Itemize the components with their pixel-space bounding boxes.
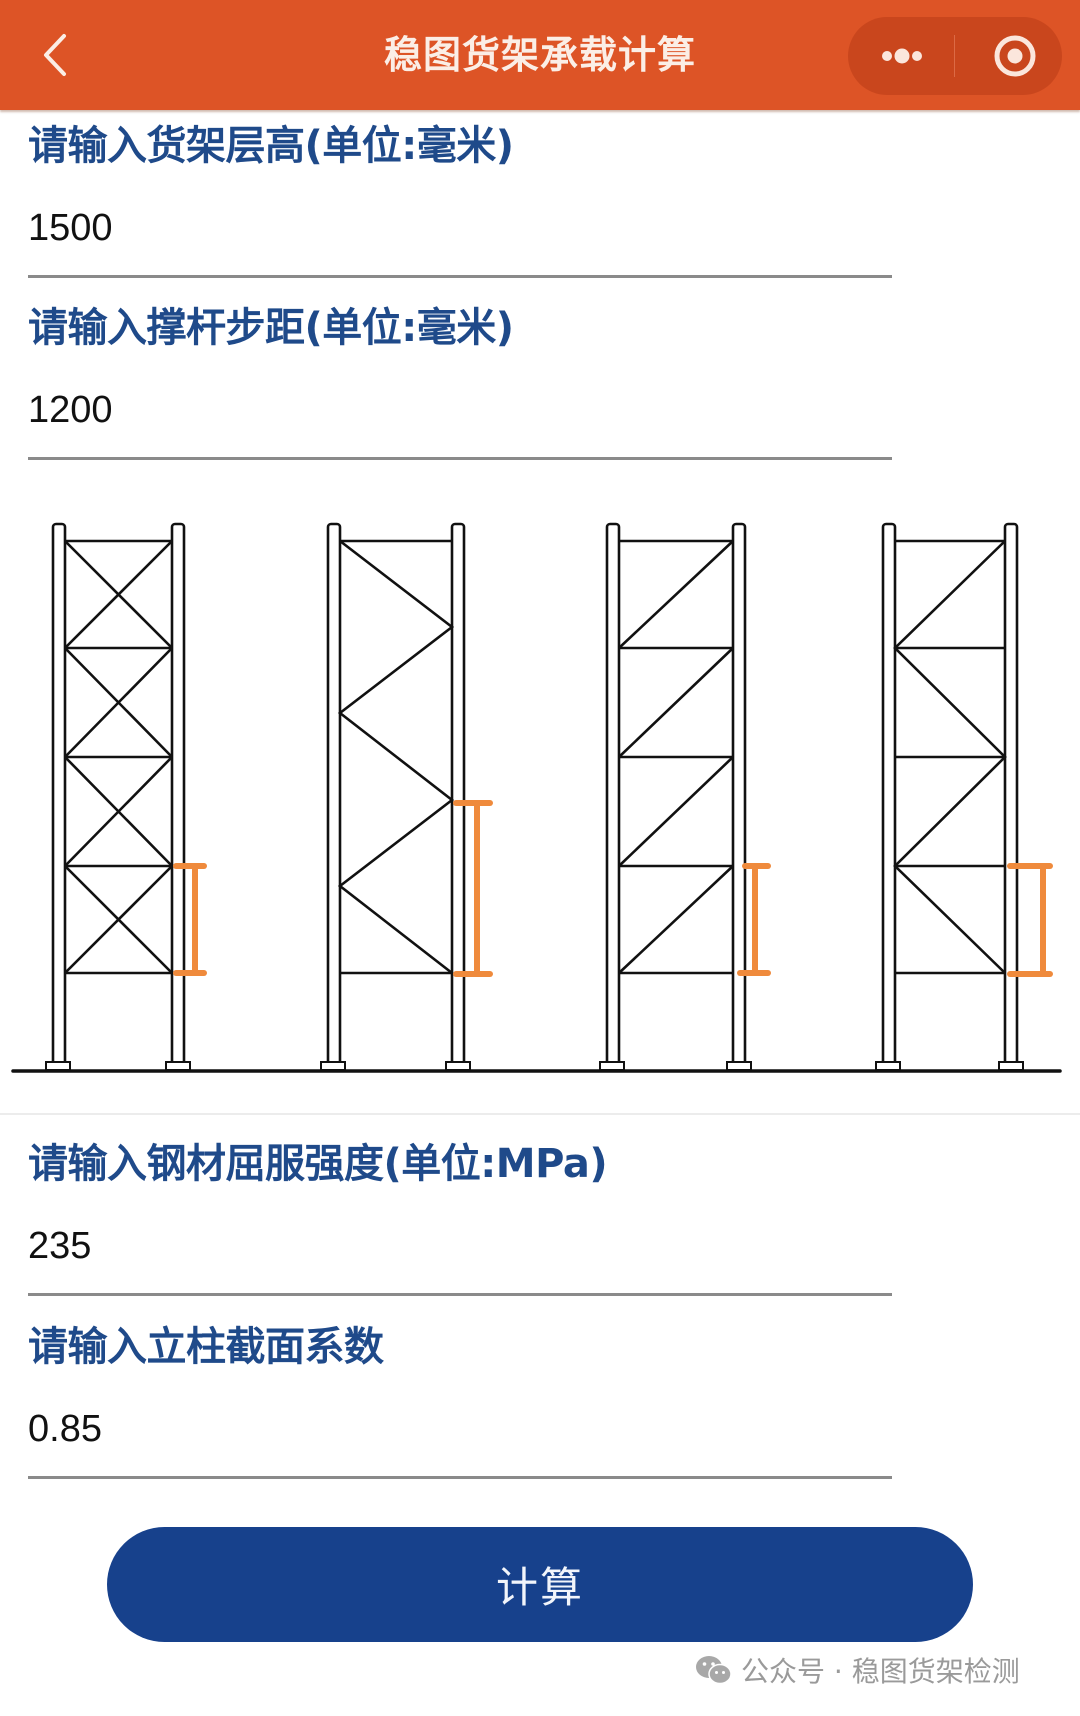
close-button[interactable] bbox=[955, 17, 1062, 95]
mini-program-capsule bbox=[848, 17, 1062, 95]
orange-pitch-marker-2 bbox=[453, 800, 493, 977]
calculate-button[interactable]: 计算 bbox=[107, 1527, 973, 1642]
watermark-text: 公众号 · 稳图货架检测 bbox=[741, 1655, 1020, 1688]
frame-single-diagonal bbox=[599, 522, 752, 1071]
orange-pitch-marker-1 bbox=[173, 863, 207, 976]
field-yield-strength: 请输入钢材屈服强度(单位:MPa) bbox=[28, 1138, 892, 1296]
nav-bar: 稳图货架承载计算 bbox=[0, 0, 1080, 110]
watermark: 公众号 · 稳图货架检测 bbox=[695, 1650, 1020, 1690]
orange-pitch-marker-4 bbox=[1007, 863, 1053, 977]
frame-x-bracing bbox=[45, 522, 191, 1071]
section-divider bbox=[0, 1113, 1080, 1115]
wechat-icon bbox=[696, 1656, 732, 1685]
field-shelf-height: 请输入货架层高(单位:毫米) bbox=[28, 120, 892, 278]
chevron-left-icon bbox=[44, 34, 66, 76]
orange-pitch-marker-3 bbox=[737, 863, 771, 976]
more-dots-icon bbox=[882, 48, 922, 64]
shelf-height-input[interactable] bbox=[28, 200, 892, 278]
more-button[interactable] bbox=[848, 17, 954, 95]
yield-strength-input[interactable] bbox=[28, 1218, 892, 1296]
shelf-height-label: 请输入货架层高(单位:毫米) bbox=[28, 123, 514, 169]
back-button[interactable] bbox=[38, 30, 78, 80]
capsule-divider bbox=[954, 35, 955, 77]
section-coefficient-label: 请输入立柱截面系数 bbox=[28, 1324, 384, 1370]
frame-alternating-diagonal bbox=[875, 522, 1024, 1071]
yield-strength-label: 请输入钢材屈服强度(单位:MPa) bbox=[28, 1141, 608, 1187]
rack-bracing-diagram bbox=[11, 522, 1062, 1073]
target-circle-icon bbox=[994, 35, 1036, 77]
brace-pitch-label: 请输入撑杆步距(单位:毫米) bbox=[28, 305, 514, 351]
page-title: 稳图货架承载计算 bbox=[383, 33, 696, 77]
brace-pitch-input[interactable] bbox=[28, 382, 892, 460]
field-brace-pitch: 请输入撑杆步距(单位:毫米) bbox=[28, 302, 892, 460]
field-section-coefficient: 请输入立柱截面系数 bbox=[28, 1321, 892, 1479]
frame-k-bracing bbox=[320, 522, 471, 1071]
section-coefficient-input[interactable] bbox=[28, 1401, 892, 1479]
